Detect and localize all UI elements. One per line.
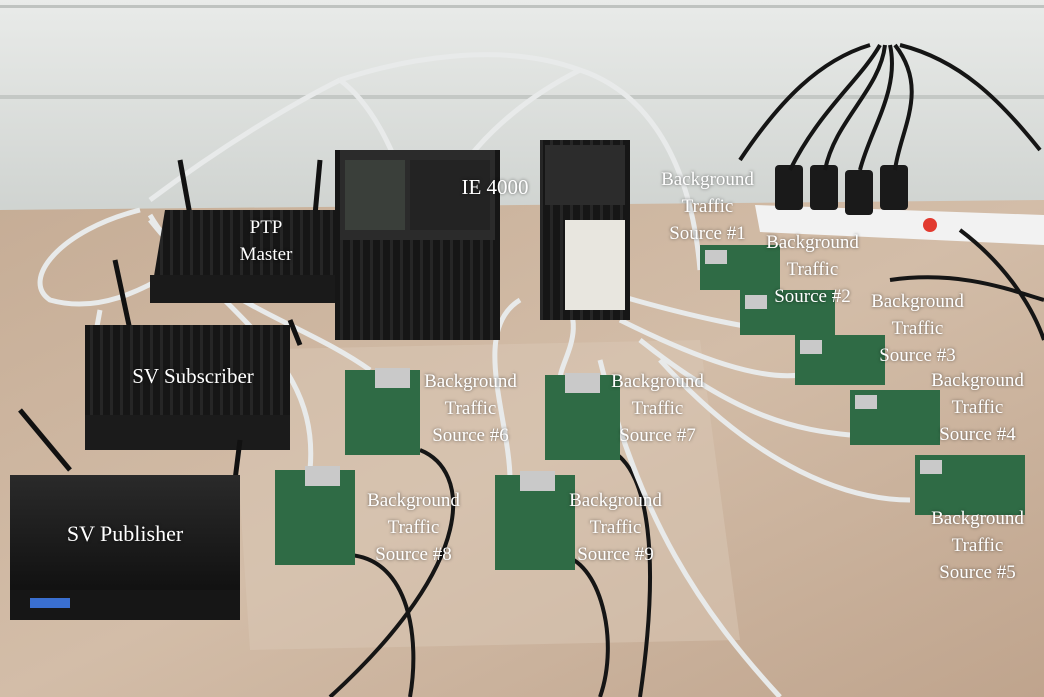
label-line: Traffic — [786, 259, 839, 280]
rpi-board-6 — [345, 368, 420, 455]
label-line: Source #8 — [375, 544, 452, 565]
label-line: Source #1 — [669, 223, 746, 244]
label-line: Background — [871, 291, 964, 312]
label-line: Background — [367, 490, 460, 511]
label-line: PTP — [249, 217, 283, 238]
label-line: Source #4 — [939, 424, 1016, 445]
rpi-board-8 — [275, 466, 355, 565]
label-line: Traffic — [589, 517, 642, 538]
label-line: Master — [239, 244, 293, 265]
power-supply — [540, 140, 630, 320]
label-line: Traffic — [891, 318, 944, 339]
label-line: Source #7 — [619, 425, 696, 446]
rpi-board-2 — [740, 290, 835, 335]
rpi-board-7 — [545, 373, 620, 460]
label-line: Source #3 — [879, 345, 956, 366]
label-line: Background — [931, 370, 1024, 391]
label-line: Background — [931, 508, 1024, 529]
rpi-board-3 — [795, 335, 885, 385]
label-line: Background — [611, 371, 704, 392]
label-line: Traffic — [387, 517, 440, 538]
sv-subscriber-device — [85, 259, 303, 450]
label-line: Background — [569, 490, 662, 511]
label-bg-source-6: Background Traffic Source #6 — [408, 368, 533, 449]
label-line: Source #5 — [939, 562, 1016, 583]
label-ie4000: IE 4000 — [461, 175, 529, 199]
rpi-board-1 — [700, 245, 780, 290]
sv-publisher-device — [10, 408, 243, 620]
power-strip — [755, 165, 1044, 245]
ie4000-switch — [335, 150, 500, 340]
label-line: Traffic — [951, 535, 1004, 556]
label-ptp-master: PTP Master — [226, 214, 306, 268]
label-line: Traffic — [631, 398, 684, 419]
label-line: Source #2 — [774, 286, 851, 307]
label-line: Background — [661, 169, 754, 190]
label-sv-subscriber: SV Subscriber — [132, 364, 254, 388]
label-bg-source-9: Background Traffic Source #9 — [553, 487, 678, 568]
label-bg-source-7: Background Traffic Source #7 — [595, 368, 720, 449]
label-line: Background — [766, 232, 859, 253]
label-bg-source-5: Background Traffic Source #5 — [915, 505, 1040, 586]
label-bg-source-2: Background Traffic Source #2 — [750, 229, 875, 310]
label-line: Traffic — [951, 397, 1004, 418]
label-bg-source-3: Background Traffic Source #3 — [855, 288, 980, 369]
label-bg-source-8: Background Traffic Source #8 — [351, 487, 476, 568]
label-line: Source #6 — [432, 425, 509, 446]
rpi-board-5 — [915, 455, 1025, 515]
ptp-master-device — [150, 159, 335, 303]
label-line: Background — [424, 371, 517, 392]
label-bg-source-4: Background Traffic Source #4 — [915, 367, 1040, 448]
label-bg-source-1: Background Traffic Source #1 — [645, 166, 770, 247]
power-cables — [328, 43, 1044, 697]
label-line: Source #9 — [577, 544, 654, 565]
label-sv-publisher: SV Publisher — [66, 521, 184, 546]
label-line: Traffic — [681, 196, 734, 217]
rpi-board-9 — [495, 471, 575, 570]
rpi-board-4 — [850, 390, 940, 445]
label-line: Traffic — [444, 398, 497, 419]
